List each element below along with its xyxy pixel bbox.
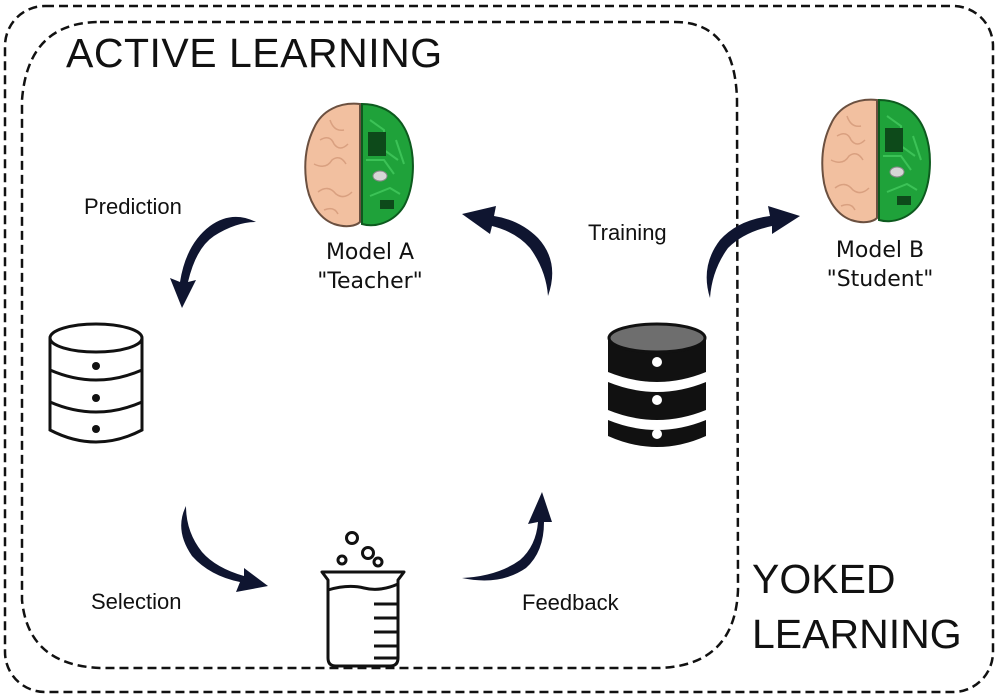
selection-label: Selection [91, 589, 182, 614]
yoked-learning-title-line1: YOKED [752, 556, 896, 602]
feedback-arrow [462, 492, 552, 581]
yoked-learning-frame [3, 4, 995, 694]
yoked-learning-title-line2: LEARNING [752, 611, 962, 657]
database-outline-icon [48, 322, 144, 444]
model-a-brain-icon [304, 102, 414, 228]
model-b-role: "Student" [826, 267, 934, 292]
model-a-label: Model A "Teacher" [280, 238, 460, 296]
yoked-learning-title: YOKED LEARNING [752, 552, 962, 662]
model-a-name: Model A [325, 240, 415, 265]
training-label: Training [588, 220, 667, 245]
model-b-label: Model B "Student" [790, 236, 970, 294]
selection-arrow [181, 506, 268, 592]
active-learning-title: ACTIVE LEARNING [66, 30, 443, 76]
active-learning-frame [20, 20, 740, 670]
prediction-arrow [170, 216, 256, 308]
database-filled-icon [607, 322, 707, 447]
model-b-brain-icon [821, 98, 931, 224]
model-a-role: "Teacher" [317, 269, 423, 294]
beaker-icon [320, 531, 406, 668]
prediction-label: Prediction [84, 194, 182, 219]
feedback-label: Feedback [522, 590, 619, 615]
training-arrow-to-model-b [706, 206, 800, 298]
model-b-name: Model B [835, 238, 925, 263]
training-arrow-to-model-a [462, 206, 553, 296]
